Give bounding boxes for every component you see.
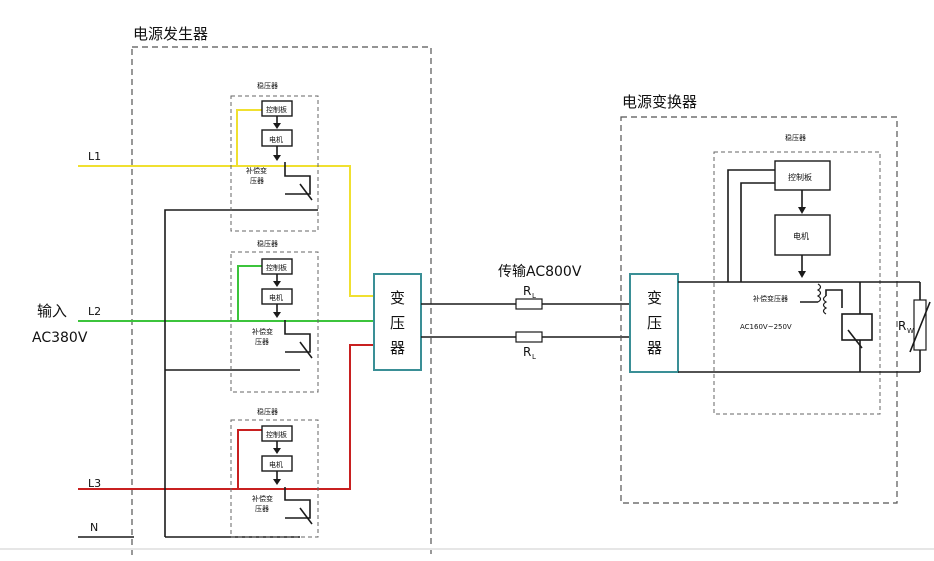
load-sub: W: [907, 327, 914, 335]
arrow-down-icon: [273, 123, 281, 129]
regulator-2-comp-line1: 补偿变: [252, 327, 273, 336]
regulator-1-slider: [299, 183, 313, 201]
line-resistor-bottom: [515, 331, 543, 343]
line-label-l1: L1: [88, 150, 101, 163]
line-label-l3: L3: [88, 477, 101, 490]
converter-control-board-label: 控制板: [788, 172, 812, 182]
regulator-unit-3: 稳压器 控制板 电机 补偿变 压器: [230, 407, 319, 538]
line-resistor-top-label: R: [523, 284, 531, 298]
regulator-3-comp-line1: 补偿变: [252, 494, 273, 503]
load-label: R: [898, 319, 906, 333]
converter-control-supply-1: [727, 169, 775, 282]
regulator-2-control-board-label: 控制板: [266, 263, 287, 272]
load-variable-arrow: [909, 301, 931, 353]
regulator-2-boundary: [230, 251, 319, 393]
regulator-1-comp-line2: 压器: [250, 177, 264, 185]
line-resistor-top-sub: L: [532, 292, 536, 300]
converter-slider-frame: [841, 313, 873, 341]
regulator-2-supply: [237, 265, 262, 321]
regulator-3-boundary: [230, 419, 319, 538]
converter-regulator-boundary: [713, 151, 881, 415]
regulator-1-control-board-label: 控制板: [266, 105, 287, 114]
regulator-unit-1: 稳压器 控制板 电机 补偿变 压器: [230, 81, 319, 232]
converter-control-supply-2: [740, 182, 775, 282]
coil-link: [825, 289, 843, 308]
regulator-1-winding: [284, 162, 311, 195]
regulator-3-motor-label: 电机: [269, 460, 283, 469]
regulator-2-comp-line2: 压器: [255, 338, 269, 346]
generator-transformer-label-3: 器: [390, 339, 405, 357]
converter-comp-label: 补偿变压器: [753, 294, 788, 303]
neutral-bus: [164, 209, 235, 537]
regulator-2-slider: [299, 341, 313, 359]
arrow-down-icon: [273, 479, 281, 485]
regulator-1-comp-line1: 补偿变: [246, 166, 267, 175]
l3-wire: [78, 344, 374, 490]
generator-title: 电源发生器: [133, 25, 208, 43]
converter-motor-label: 电机: [793, 231, 809, 241]
converter-transformer-label-2: 压: [647, 314, 662, 332]
arrow-down-icon: [798, 271, 806, 278]
transmission-label: 传输AC800V: [498, 264, 582, 280]
arrow-down-icon: [798, 207, 806, 214]
regulator-2-motor-label: 电机: [269, 293, 283, 302]
regulator-1-supply: [236, 109, 262, 166]
arrow-down-icon: [273, 312, 281, 318]
input-voltage: AC380V: [32, 330, 88, 346]
generator-transformer-label-1: 变: [390, 289, 405, 307]
regulator-3-title: 稳压器: [257, 407, 278, 416]
line-resistor-bottom-label: R: [523, 345, 531, 359]
regulator-2-title: 稳压器: [257, 239, 278, 248]
converter-transformer-label-1: 变: [647, 289, 662, 307]
line-label-l2: L2: [88, 305, 101, 318]
regulator-3-supply: [237, 429, 262, 489]
line-resistor-bottom-sub: L: [532, 353, 536, 361]
regulator-3-control-board-label: 控制板: [266, 430, 287, 439]
regulator-1-motor-label: 电机: [269, 135, 283, 144]
arrow-down-icon: [273, 155, 281, 161]
arrow-down-icon: [273, 281, 281, 287]
coil-secondary: [822, 295, 828, 315]
converter-control-board: [774, 160, 831, 191]
regulator-3-slider: [299, 507, 313, 525]
generator-transformer: [373, 273, 422, 371]
line-resistor-top: [515, 298, 543, 310]
line-label-n: N: [90, 521, 98, 534]
coil-primary: [816, 283, 822, 303]
regulator-2-winding: [284, 320, 311, 353]
arrow-down-icon: [273, 448, 281, 454]
input-label: 输入: [37, 302, 67, 320]
converter-regulator-title: 稳压器: [785, 133, 806, 142]
converter-transformer: [629, 273, 679, 373]
converter-boundary: [620, 116, 898, 504]
regulator-1-boundary: [230, 95, 319, 232]
converter-transformer-label-3: 器: [647, 339, 662, 357]
l1-wire: [78, 165, 374, 297]
regulator-1-title: 稳压器: [257, 81, 278, 90]
regulator-unit-2: 稳压器 控制板 电机 补偿变 压器: [230, 239, 319, 393]
regulator-3-comp-line2: 压器: [255, 505, 269, 513]
regulator-3-winding: [284, 487, 311, 519]
converter-range-label: AC160V~250V: [740, 323, 792, 331]
generator-transformer-label-2: 压: [390, 314, 405, 332]
converter-title: 电源变换器: [622, 93, 697, 111]
